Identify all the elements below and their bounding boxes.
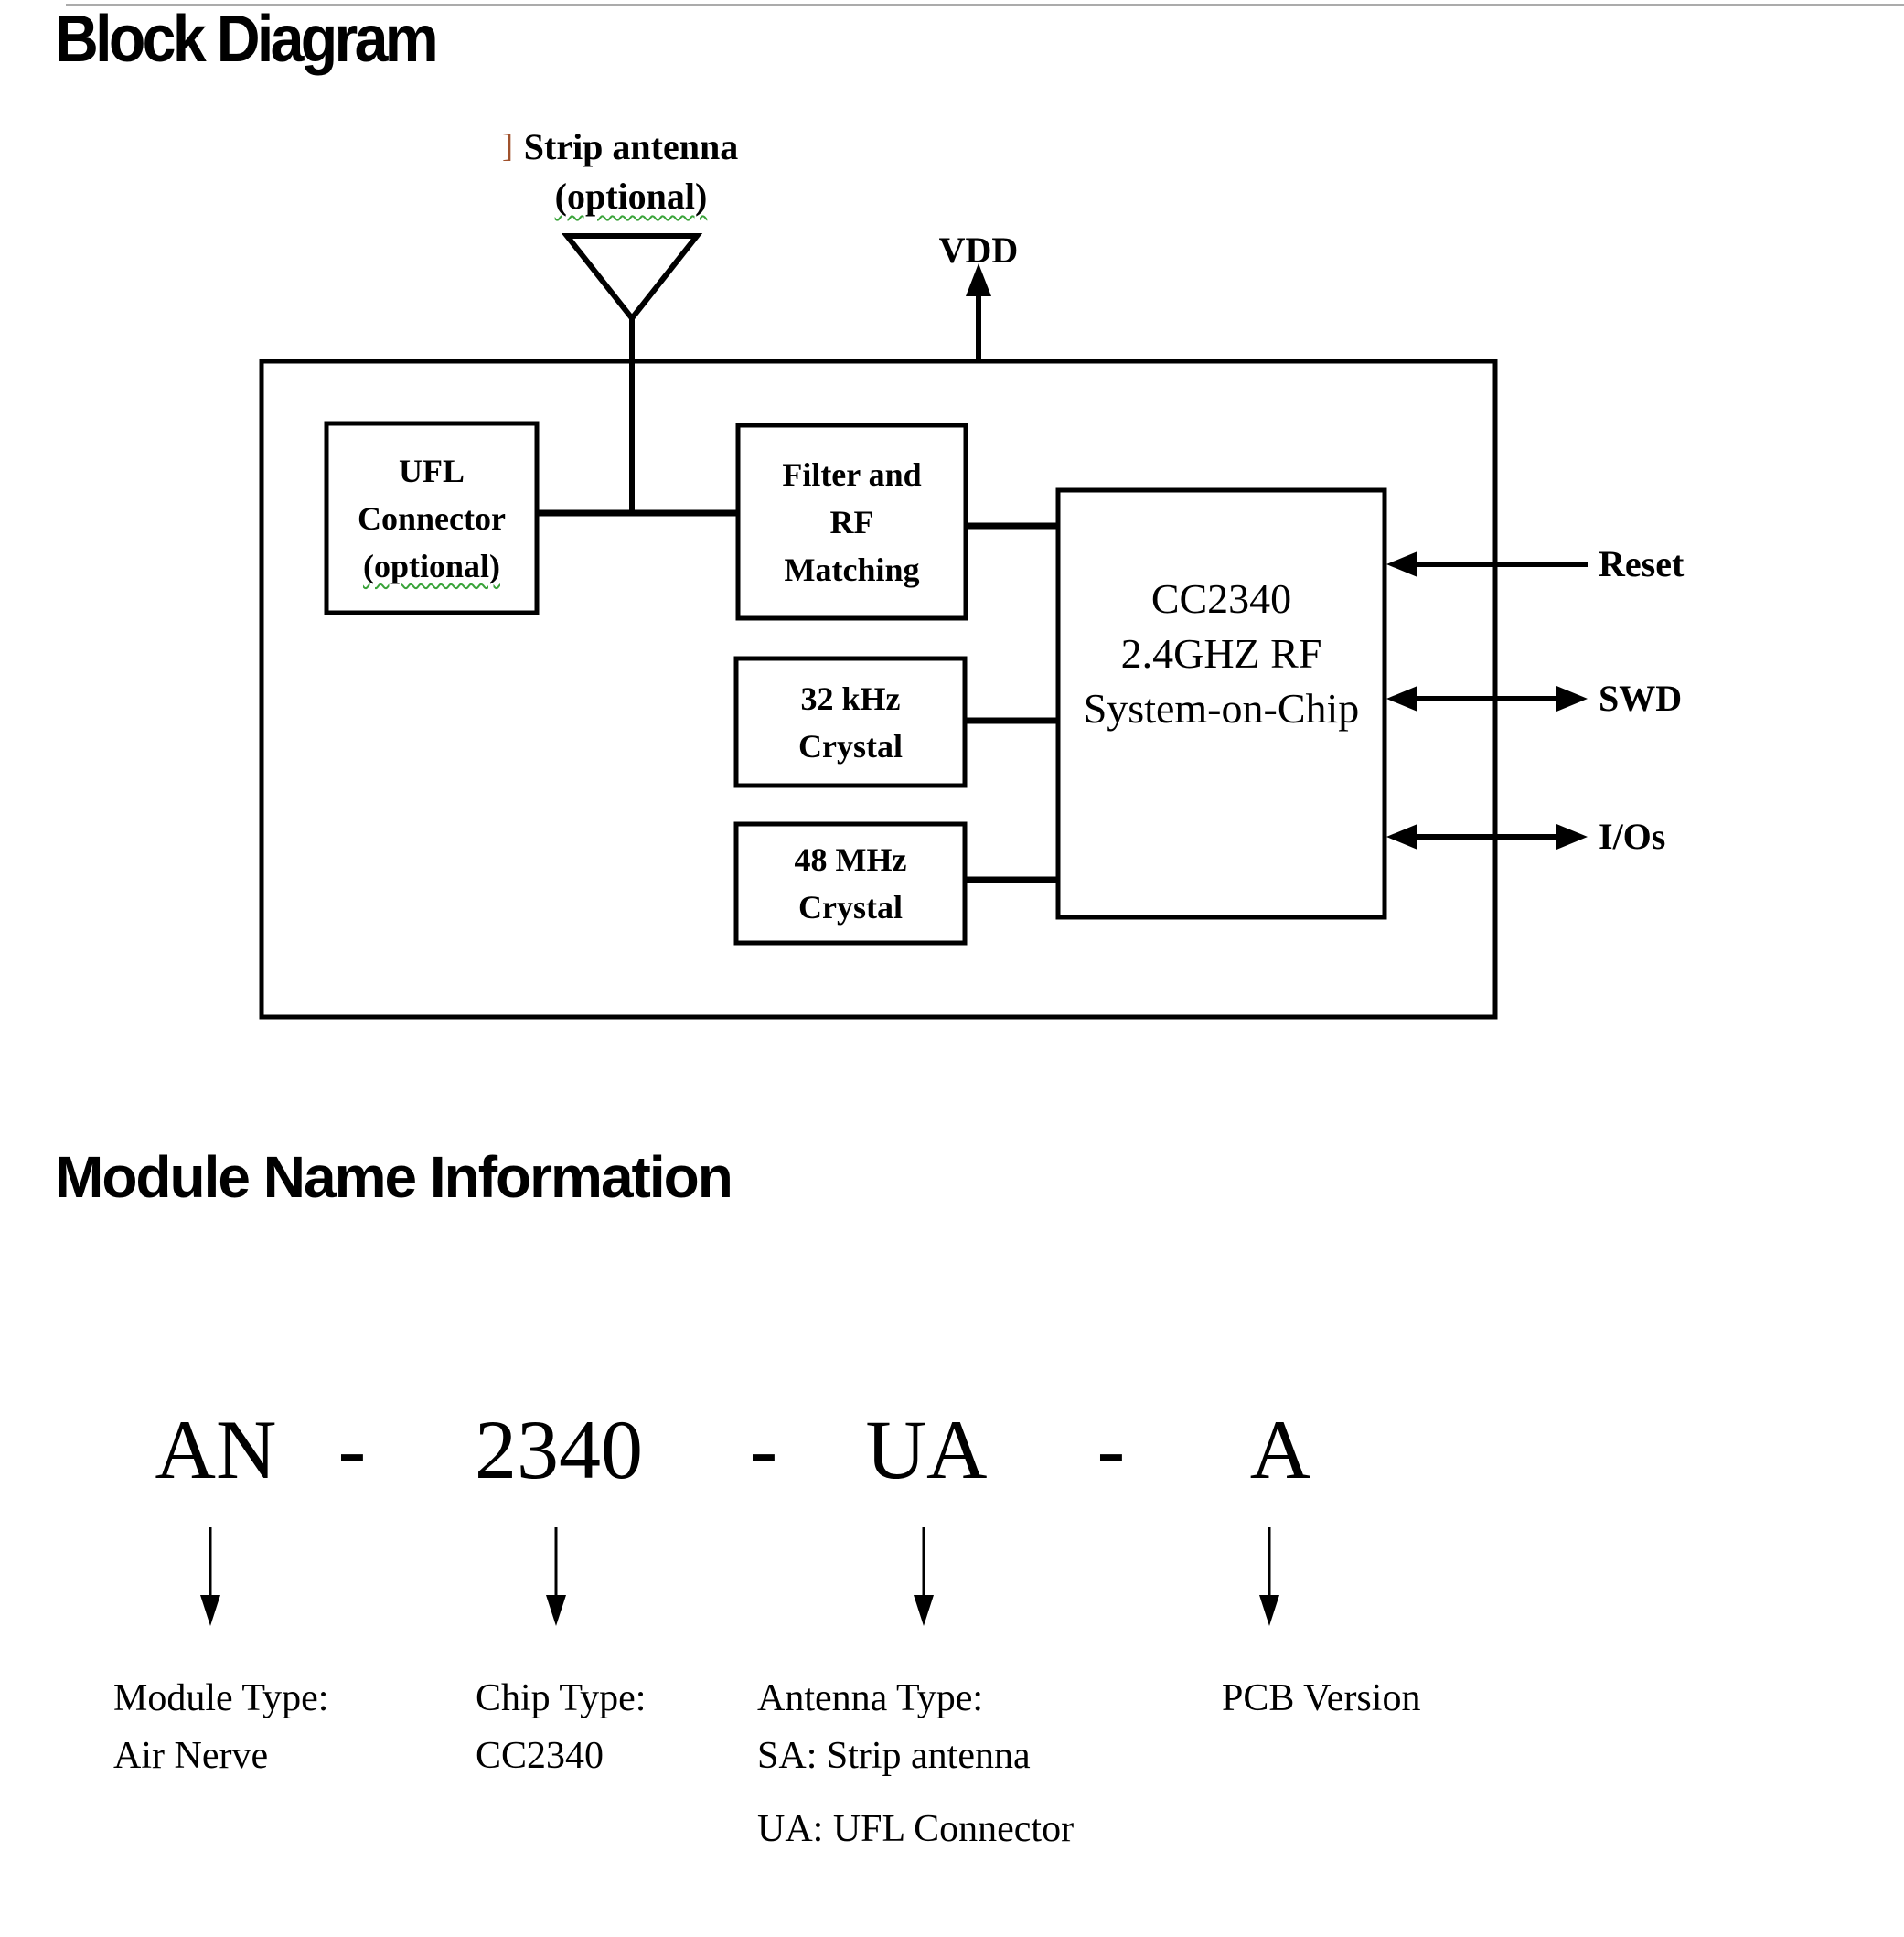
legend-chip-type-value: CC2340 — [476, 1735, 604, 1777]
name-separator-2: - — [749, 1403, 778, 1496]
soc-line1: CC2340 — [1150, 575, 1292, 622]
section-title-block-diagram: Block Diagram — [55, 3, 439, 76]
crystal-48mhz-label: 48 MHz Crystal — [739, 827, 962, 940]
ios-left-arrowhead-icon — [1386, 824, 1417, 850]
ufl-line1: UFL — [399, 452, 465, 489]
crystal32-line1: 32 kHz — [800, 680, 901, 717]
name-segment-module-type: AN — [155, 1403, 277, 1496]
port-label-ios: I/Os — [1599, 816, 1666, 857]
ufl-line2: Connector — [358, 499, 506, 537]
reset-arrowhead-icon — [1386, 551, 1417, 577]
antenna-label: Strip antenna (optional) — [448, 123, 814, 221]
crystal-32khz-label: 32 kHz Crystal — [739, 661, 962, 783]
legend-antenna-type-ua: UA: UFL Connector — [757, 1808, 1075, 1850]
down-arrowhead-icon-4 — [1259, 1595, 1279, 1626]
cc2340-soc-label: CC2340 2.4GHZ RF System-on-Chip — [1058, 572, 1385, 736]
name-separator-3: - — [1096, 1403, 1126, 1496]
soc-line2: 2.4GHZ RF — [1120, 630, 1322, 677]
crystal48-line1: 48 MHz — [794, 841, 907, 878]
swd-left-arrowhead-icon — [1386, 686, 1417, 712]
port-label-swd: SWD — [1599, 678, 1683, 719]
text-cursor-artifact: ] — [502, 127, 513, 164]
swd-right-arrowhead-icon — [1556, 686, 1588, 712]
name-separator-1: - — [337, 1403, 367, 1496]
legend-module-type-title: Module Type: — [113, 1677, 329, 1719]
filter-line2: RF — [829, 503, 874, 540]
name-segment-antenna-type: UA — [865, 1403, 988, 1496]
antenna-label-line1: Strip antenna — [523, 126, 739, 167]
down-arrowhead-icon-3 — [914, 1595, 934, 1626]
legend-chip-type-title: Chip Type: — [476, 1677, 647, 1719]
name-segment-pcb-version: A — [1249, 1403, 1311, 1496]
ios-right-arrowhead-icon — [1556, 824, 1588, 850]
section-title-module-name: Module Name Information — [55, 1144, 733, 1210]
filter-line3: Matching — [784, 551, 920, 588]
filter-rf-matching-label: Filter and RF Matching — [741, 428, 963, 615]
filter-line1: Filter and — [782, 455, 922, 493]
legend-pcb-version-title: PCB Version — [1222, 1677, 1421, 1719]
legend-module-type-value: Air Nerve — [113, 1735, 269, 1777]
page-top-rule — [66, 4, 1904, 6]
legend-antenna-type-title: Antenna Type: — [757, 1677, 984, 1719]
name-breakdown-arrows — [200, 1527, 1279, 1626]
name-segment-chip-type: 2340 — [475, 1403, 643, 1496]
ufl-line3: (optional) — [362, 547, 500, 584]
legend-antenna-type-sa: SA: Strip antenna — [757, 1735, 1031, 1777]
down-arrowhead-icon-2 — [546, 1595, 566, 1626]
vdd-label: VDD — [938, 230, 1019, 271]
ufl-connector-label: UFL Connector (optional) — [329, 426, 534, 610]
antenna-label-line2: (optional) — [554, 176, 708, 217]
antenna-icon — [561, 233, 703, 323]
down-arrowhead-icon-1 — [200, 1595, 220, 1626]
crystal32-line2: Crystal — [798, 727, 903, 765]
crystal48-line2: Crystal — [798, 889, 903, 926]
soc-line3: System-on-Chip — [1083, 685, 1360, 732]
port-label-reset: Reset — [1599, 543, 1685, 584]
